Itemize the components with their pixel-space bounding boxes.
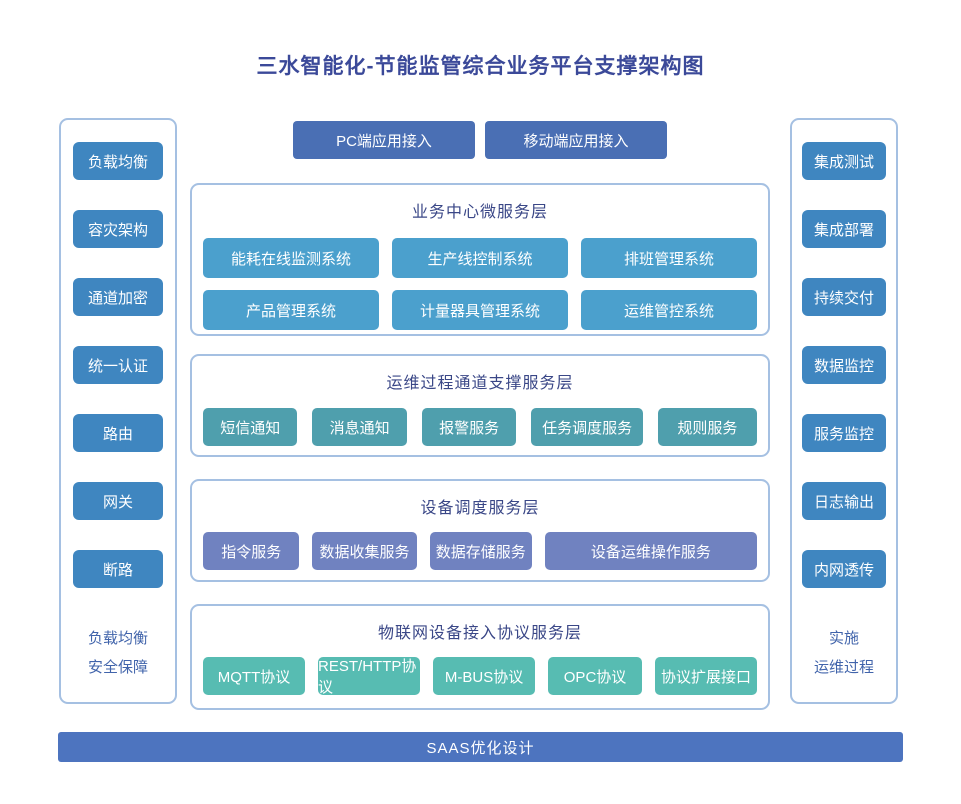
layer-ops-channel-support: 运维过程通道支撑服务层 短信通知消息通知报警服务任务调度服务规则服务	[190, 354, 770, 457]
right-pillar-chip: 持续交付	[802, 278, 886, 316]
dispatch-service-chip: 数据收集服务	[312, 532, 417, 570]
dispatch-service-chip: 数据存储服务	[429, 532, 532, 570]
right-pillar-caption-line: 实施	[828, 630, 859, 647]
business-system-chip: 能耗在线监测系统	[203, 238, 379, 278]
left-pillar-chip: 网关	[73, 482, 163, 520]
left-pillar-chip: 负载均衡	[73, 142, 163, 180]
left-pillar: 负载均衡容灾架构通道加密统一认证路由网关断路 负载均衡安全保障	[59, 118, 177, 704]
page-title: 三水智能化-节能监管综合业务平台支撑架构图	[256, 55, 705, 78]
right-pillar-chip: 内网透传	[802, 550, 886, 588]
channel-service-chip: 任务调度服务	[531, 408, 643, 446]
left-pillar-chip: 容灾架构	[73, 210, 163, 248]
app-access-row: PC端应用接入移动端应用接入	[190, 121, 770, 159]
left-pillar-caption: 负载均衡安全保障	[88, 624, 148, 682]
right-pillar-chip: 集成部署	[802, 210, 886, 248]
protocol-chip: M-BUS协议	[433, 657, 536, 695]
app-access-chip: PC端应用接入	[293, 121, 475, 159]
left-pillar-chip: 断路	[73, 550, 163, 588]
channel-service-chip: 规则服务	[657, 408, 757, 446]
layer-title: 运维过程通道支撑服务层	[386, 375, 574, 392]
app-access-chip: 移动端应用接入	[485, 121, 667, 159]
business-system-chip: 计量器具管理系统	[392, 290, 568, 330]
layer-title: 设备调度服务层	[420, 500, 540, 517]
layer-dispatch-chips: 指令服务数据收集服务数据存储服务设备运维操作服务	[203, 532, 757, 570]
right-pillar-chip: 日志输出	[802, 482, 886, 520]
layer-channel-chips: 短信通知消息通知报警服务任务调度服务规则服务	[203, 408, 757, 446]
left-pillar-chip: 通道加密	[73, 278, 163, 316]
protocol-chip: REST/HTTP协议	[318, 657, 421, 696]
center-column: PC端应用接入移动端应用接入 业务中心微服务层 能耗在线监测系统生产线控制系统排…	[190, 121, 770, 710]
left-pillar-chip: 统一认证	[73, 346, 163, 384]
channel-service-chip: 报警服务	[421, 408, 517, 446]
dispatch-service-chip: 设备运维操作服务	[544, 532, 757, 570]
right-pillar-chip: 集成测试	[802, 142, 886, 180]
left-pillar-caption-line: 负载均衡	[87, 630, 148, 647]
layer-iot-protocol: 物联网设备接入协议服务层 MQTT协议 REST/HTTP协议 M-BUS协议 OPC…	[190, 604, 770, 710]
right-pillar-caption-line: 运维过程	[813, 659, 874, 676]
protocol-chip: 协议扩展接口	[654, 657, 757, 695]
protocol-chip: MQTT协议	[203, 657, 306, 695]
layer-protocol-chips: MQTT协议 REST/HTTP协议 M-BUS协议 OPC协议协议扩展接口	[203, 657, 757, 696]
channel-service-chip: 短信通知	[203, 408, 298, 446]
right-pillar-chip: 服务监控	[802, 414, 886, 452]
left-pillar-chip: 路由	[73, 414, 163, 452]
layer-business-chips: 能耗在线监测系统生产线控制系统排班管理系统产品管理系统计量器具管理系统运维管控系…	[203, 238, 757, 330]
right-pillar: 集成测试集成部署持续交付数据监控服务监控日志输出内网透传 实施运维过程	[790, 118, 898, 704]
right-pillar-chip: 数据监控	[802, 346, 886, 384]
dispatch-service-chip: 指令服务	[203, 532, 300, 570]
layer-business-microservices: 业务中心微服务层 能耗在线监测系统生产线控制系统排班管理系统产品管理系统计量器具…	[190, 183, 770, 336]
business-system-chip: 运维管控系统	[581, 290, 757, 330]
protocol-chip: OPC协议	[548, 657, 642, 695]
right-pillar-caption: 实施运维过程	[814, 624, 874, 682]
footer-bar: SAAS优化设计	[58, 732, 903, 762]
business-system-chip: 产品管理系统	[203, 290, 379, 330]
layer-device-dispatch: 设备调度服务层 指令服务数据收集服务数据存储服务设备运维操作服务	[190, 479, 770, 582]
business-system-chip: 生产线控制系统	[392, 238, 568, 278]
layer-title: 业务中心微服务层	[411, 204, 548, 221]
business-system-chip: 排班管理系统	[581, 238, 757, 278]
left-pillar-caption-line: 安全保障	[87, 659, 148, 676]
channel-service-chip: 消息通知	[312, 408, 407, 446]
layer-title: 物联网设备接入协议服务层	[377, 625, 582, 642]
